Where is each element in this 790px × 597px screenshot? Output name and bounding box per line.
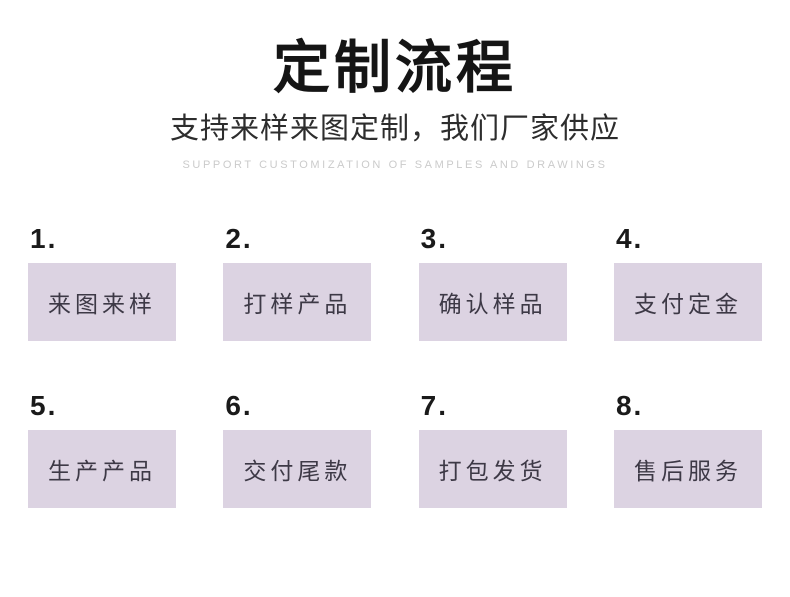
steps-row-2: 5. 生产产品 6. 交付尾款 7. 打包发货 8. 售后服务 [0,389,790,508]
step-item-7: 7. 打包发货 [418,389,567,508]
step-box: 支付定金 [613,262,762,341]
step-number: 3. [420,222,449,254]
step-box: 售后服务 [613,429,762,508]
step-item-5: 5. 生产产品 [28,389,176,508]
step-box: 打样产品 [223,262,372,341]
step-number: 4. [615,222,644,254]
step-label: 打样产品 [243,290,352,317]
page-subtitle-english: SUPPORT CUSTOMIZATION OF SAMPLES AND DRA… [182,158,608,171]
steps-row-1: 1. 来图来样 2. 打样产品 3. 确认样品 4. 支付定金 [0,222,790,341]
step-number: 7. [420,389,449,421]
step-item-4: 4. 支付定金 [613,222,762,341]
header: 定制流程 支持来样来图定制，我们厂家供应 SUPPORT CUSTOMIZATI… [0,0,790,171]
step-label: 支付定金 [633,290,742,317]
step-number: 8. [615,389,644,421]
step-box: 生产产品 [28,429,176,508]
step-box: 打包发货 [418,429,567,508]
step-number: 2. [225,222,253,254]
page-title: 定制流程 [273,36,517,100]
step-box: 来图来样 [28,262,176,341]
step-item-8: 8. 售后服务 [613,389,762,508]
step-box: 确认样品 [418,262,567,341]
step-label: 生产产品 [48,457,156,484]
step-label: 交付尾款 [243,457,352,484]
step-item-1: 1. 来图来样 [28,222,176,341]
step-number: 1. [30,222,58,254]
step-label: 来图来样 [48,290,156,317]
step-label: 确认样品 [438,290,547,317]
step-item-3: 3. 确认样品 [418,222,567,341]
step-box: 交付尾款 [223,429,372,508]
step-label: 打包发货 [438,457,547,484]
step-number: 6. [225,389,253,421]
page-subtitle: 支持来样来图定制，我们厂家供应 [169,113,620,145]
step-number: 5. [30,389,58,421]
step-label: 售后服务 [633,457,742,484]
step-item-6: 6. 交付尾款 [223,389,372,508]
step-item-2: 2. 打样产品 [223,222,372,341]
